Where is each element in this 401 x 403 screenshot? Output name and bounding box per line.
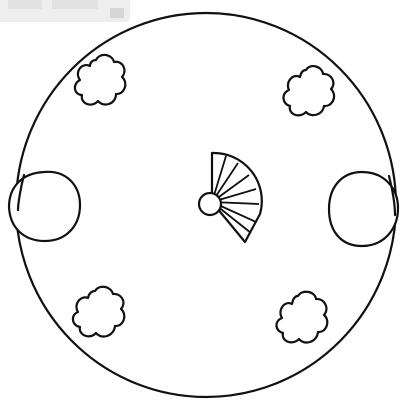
left-side-oval bbox=[9, 172, 80, 241]
center-hub bbox=[199, 193, 221, 215]
right-side-oval bbox=[329, 172, 398, 246]
